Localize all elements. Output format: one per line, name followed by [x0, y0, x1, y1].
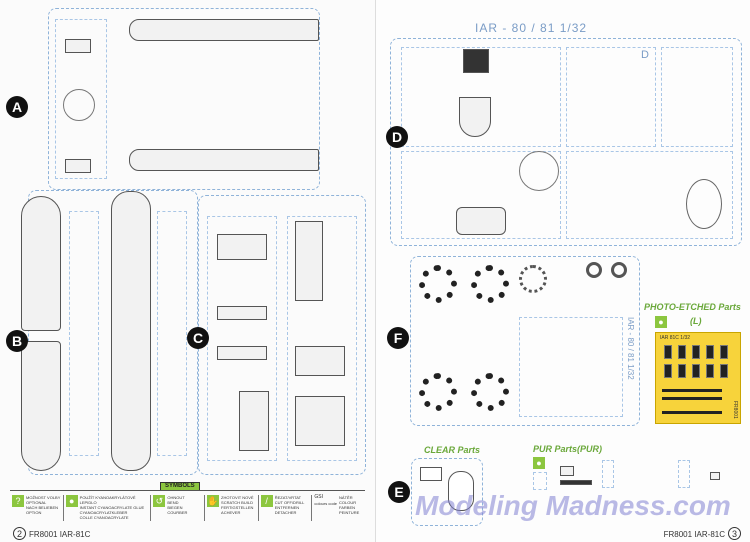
photo-etched-title: PHOTO-ETCHED Parts: [644, 302, 741, 312]
sprue-d-cell: [566, 47, 656, 147]
part-a2-fuselage: [129, 19, 319, 41]
part-c-aileron: [295, 396, 345, 446]
part-pur-2: [560, 480, 592, 485]
part-f-engine: [471, 373, 509, 411]
sprue-a: [48, 8, 320, 190]
legend-optional: ?MOŽNOST VOLBY OPTIONAL NACH BELIEBEN OP…: [10, 495, 64, 521]
part-f-wheel: [611, 262, 627, 278]
photo-etched-sub: (L): [690, 316, 702, 326]
sprue-c-cell: [287, 216, 357, 461]
legend-paint: GSI colours code NÁTĚR COLOUR FARBEN PEI…: [314, 494, 360, 516]
glue-drop-icon: ●: [533, 457, 545, 469]
sprue-d-cell: [401, 47, 561, 147]
part-e-canopy: [448, 471, 474, 511]
paint-code: GSI colours code: [314, 494, 338, 507]
sprue-c: [198, 195, 366, 475]
part-f-gear: [519, 265, 547, 293]
sprue-c-marker: C: [187, 327, 209, 349]
part-c-flap: [217, 346, 267, 360]
question-icon: ?: [12, 495, 24, 507]
sprue-f: IAR - 80 / 81 1/32: [410, 256, 640, 426]
part-c-flap: [217, 234, 267, 260]
clear-parts-title: CLEAR Parts: [424, 445, 481, 455]
sprue-d-cell: [401, 151, 561, 239]
part-c-flap: [217, 306, 267, 320]
part-pur-5: [710, 472, 720, 480]
page-number: 2: [13, 527, 26, 540]
part-f-engine: [419, 265, 457, 303]
sprue-b-cell: [69, 211, 99, 456]
part-b1-wing: [21, 196, 61, 331]
sprue-title: IAR - 80 / 81 1/32: [475, 21, 588, 35]
sprue-b: [21, 190, 198, 475]
fret-code: FR8001: [732, 401, 738, 419]
glue-drop-icon: ●: [65, 495, 78, 507]
page-number: 3: [728, 527, 741, 540]
part-f-wheel: [586, 262, 602, 278]
part-d-panel: [456, 207, 506, 235]
part-a3: [65, 39, 91, 53]
sprue-b-cell: [157, 211, 187, 456]
watermark: Modeling Madness.com: [415, 490, 731, 521]
sprue-e-marker: E: [388, 481, 410, 503]
sprue-a-marker: A: [6, 96, 28, 118]
sprue-a-cell: [55, 19, 107, 179]
scratch-build-icon: ✋: [207, 495, 220, 507]
part-d-seat: [463, 49, 489, 73]
sprue-d-letter: D: [641, 49, 649, 61]
sprue-e: [411, 458, 483, 526]
sprue-f-cell: [519, 317, 623, 417]
part-b2-wing: [21, 341, 61, 471]
glue-drop-icon: ●: [655, 316, 667, 328]
part-c-flap: [295, 346, 345, 376]
part-a1-fuselage: [129, 149, 319, 171]
symbols-legend: ?MOŽNOST VOLBY OPTIONAL NACH BELIEBEN OP…: [10, 490, 365, 521]
part-c-rudder: [295, 221, 323, 301]
pur-cell: [678, 460, 690, 488]
sprue-d-cell: [661, 47, 733, 147]
part-e-windscreen: [420, 467, 442, 481]
sprue-f-marker: F: [387, 327, 409, 349]
sprue-b-marker: B: [6, 330, 28, 352]
part-d-cowl-ring: [686, 179, 722, 229]
legend-glue: ●POUŽÍT KYANOAKRYLÁTOVÉ LEPIDLO INSTANT …: [64, 495, 152, 521]
sprue-f-label: IAR - 80 / 81 1/32: [626, 317, 635, 380]
photo-etched-fret: IAR 81C 1/32 FR8001: [655, 332, 741, 424]
part-a4-disc: [63, 89, 95, 121]
cut-drill-icon: /: [260, 495, 273, 507]
pur-cell: [533, 472, 547, 490]
part-d-instrument: [519, 151, 559, 191]
paint-icon: GSI: [314, 494, 323, 500]
left-page: A B C SYMBOLS ?MOŽNOST VOLBY OPTIONAL NA…: [6, 8, 366, 541]
fret-label: IAR 81C 1/32: [660, 335, 691, 341]
part-a5: [65, 159, 91, 173]
legend-bend: ↺OHNOUT BEND BIEGEN COURBER: [151, 495, 206, 521]
legend-cut-drill: /ŘEZAT/VRTAT CUT OFF/DRILL ENTFERNEN DET…: [259, 495, 313, 521]
pur-parts-title: PUR Parts(PUR): [533, 444, 603, 454]
sprue-d-marker: D: [386, 126, 408, 148]
sprue-d: D: [390, 38, 742, 246]
bend-icon: ↺: [153, 495, 166, 507]
pur-cell: [602, 460, 614, 488]
part-d-headrest: [459, 97, 491, 137]
part-c-rudder: [239, 391, 269, 451]
part-pur-1: [560, 466, 574, 476]
part-f-engine: [471, 265, 509, 303]
legend-scratch-build: ✋ZHOTOVIT NOVÉ SCRATCH BUILD FERTIGSTELL…: [205, 495, 259, 521]
part-b7-lower-wing: [111, 191, 151, 471]
part-f-engine: [419, 373, 457, 411]
sprue-d-cell: [566, 151, 733, 239]
